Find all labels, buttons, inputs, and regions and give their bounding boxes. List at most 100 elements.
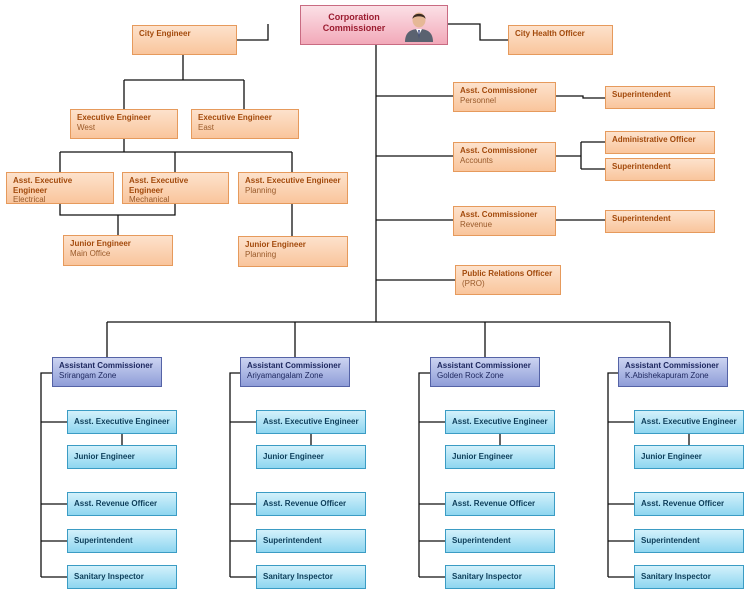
je-main-office-sub: Main Office [70, 248, 111, 258]
ac-accounts-box: Asst. Commissioner Accounts [453, 142, 556, 172]
aee-electrical-sub: Electrical [13, 195, 46, 205]
zone-aro-label: Asst. Revenue Officer [641, 499, 725, 508]
je-planning-box: Junior Engineer Planning [238, 236, 348, 267]
ee-west-sub: West [77, 122, 96, 132]
zone-superintendent-box: Superintendent [256, 529, 366, 553]
zone-superintendent-box: Superintendent [634, 529, 744, 553]
zone-je-box: Junior Engineer [256, 445, 366, 469]
zone-sanitary-inspector-box: Sanitary Inspector [67, 565, 177, 589]
zone-superintendent-label: Superintendent [263, 536, 322, 545]
aee-planning-sub: Planning [245, 185, 277, 195]
zone-aro-box: Asst. Revenue Officer [256, 492, 366, 516]
aee-planning-title: Asst. Executive Engineer [245, 176, 341, 185]
zone-aee-label: Asst. Executive Engineer [452, 417, 548, 426]
zone-je-label: Junior Engineer [641, 452, 702, 461]
zone-je-box: Junior Engineer [445, 445, 555, 469]
ee-east-box: Executive Engineer East [191, 109, 299, 139]
zone-aee-box: Asst. Executive Engineer [634, 410, 744, 434]
zone-superintendent-box: Superintendent [67, 529, 177, 553]
zone-ac-title: Assistant Commissioner [437, 361, 531, 370]
ac-personnel-sub: Personnel [460, 95, 497, 105]
je-main-office-title: Junior Engineer [70, 239, 131, 248]
corporation-commissioner-title: Corporation Commissioner [322, 12, 386, 33]
ac-personnel-title: Asst. Commissioner [460, 86, 538, 95]
pro-title: Public Relations Officer [462, 269, 553, 278]
zone-aee-box: Asst. Executive Engineer [256, 410, 366, 434]
zone-ac-title: Assistant Commissioner [625, 361, 719, 370]
ac-revenue-title: Asst. Commissioner [460, 210, 538, 219]
zone-je-label: Junior Engineer [452, 452, 513, 461]
zone-ac-sub: Srirangam Zone [59, 370, 117, 380]
zone-sanitary-inspector-label: Sanitary Inspector [263, 572, 333, 581]
pro-box: Public Relations Officer (PRO) [455, 265, 561, 295]
superintendent-personnel-label: Superintendent [612, 90, 671, 99]
zone-je-box: Junior Engineer [634, 445, 744, 469]
ac-revenue-sub: Revenue [460, 219, 493, 229]
ee-east-title: Executive Engineer [198, 113, 272, 122]
aee-electrical-box: Asst. Executive Engineer Electrical [6, 172, 114, 204]
zone-aee-box: Asst. Executive Engineer [67, 410, 177, 434]
je-main-office-box: Junior Engineer Main Office [63, 235, 173, 266]
aee-planning-box: Asst. Executive Engineer Planning [238, 172, 348, 204]
administrative-officer-label: Administrative Officer [612, 135, 696, 144]
superintendent-personnel-box: Superintendent [605, 86, 715, 109]
zone-aro-label: Asst. Revenue Officer [263, 499, 347, 508]
zone-aro-box: Asst. Revenue Officer [445, 492, 555, 516]
corporation-commissioner-box: Corporation Commissioner [300, 5, 448, 45]
zone-sanitary-inspector-label: Sanitary Inspector [452, 572, 522, 581]
aee-mechanical-sub: Mechanical [129, 195, 170, 205]
zone-ac-title: Assistant Commissioner [59, 361, 153, 370]
zone-ac-sub: Ariyamangalam Zone [247, 370, 324, 380]
zone-aro-box: Asst. Revenue Officer [67, 492, 177, 516]
zone-aee-label: Asst. Executive Engineer [263, 417, 359, 426]
city-engineer-box: City Engineer [132, 25, 237, 55]
zone-ac-title: Assistant Commissioner [247, 361, 341, 370]
ac-accounts-title: Asst. Commissioner [460, 146, 538, 155]
administrative-officer-box: Administrative Officer [605, 131, 715, 154]
superintendent-accounts-box: Superintendent [605, 158, 715, 181]
zone-sanitary-inspector-label: Sanitary Inspector [74, 572, 144, 581]
aee-mechanical-title: Asst. Executive Engineer [129, 176, 189, 195]
zone-superintendent-box: Superintendent [445, 529, 555, 553]
je-planning-sub: Planning [245, 249, 277, 259]
zone-aee-box: Asst. Executive Engineer [445, 410, 555, 434]
zone-je-box: Junior Engineer [67, 445, 177, 469]
ee-west-box: Executive Engineer West [70, 109, 178, 139]
zone-aee-label: Asst. Executive Engineer [74, 417, 170, 426]
superintendent-revenue-label: Superintendent [612, 214, 671, 223]
zone-je-label: Junior Engineer [74, 452, 135, 461]
zone-aro-box: Asst. Revenue Officer [634, 492, 744, 516]
je-planning-title: Junior Engineer [245, 240, 306, 249]
superintendent-accounts-label: Superintendent [612, 162, 671, 171]
ee-west-title: Executive Engineer [77, 113, 151, 122]
zone-sanitary-inspector-label: Sanitary Inspector [641, 572, 711, 581]
aee-electrical-title: Asst. Executive Engineer [13, 176, 73, 195]
zone-je-label: Junior Engineer [263, 452, 324, 461]
pro-sub: (PRO) [462, 278, 485, 288]
ac-revenue-box: Asst. Commissioner Revenue [453, 206, 556, 236]
ee-east-sub: East [198, 122, 215, 132]
zone-aro-label: Asst. Revenue Officer [452, 499, 536, 508]
zone-ac-sub: Golden Rock Zone [437, 370, 504, 380]
ac-personnel-box: Asst. Commissioner Personnel [453, 82, 556, 112]
zone-sanitary-inspector-box: Sanitary Inspector [445, 565, 555, 589]
aee-mechanical-box: Asst. Executive Engineer Mechanical [122, 172, 229, 204]
person-avatar-icon [405, 12, 433, 42]
superintendent-revenue-box: Superintendent [605, 210, 715, 233]
zone-sanitary-inspector-box: Sanitary Inspector [634, 565, 744, 589]
city-engineer-label: City Engineer [139, 29, 191, 38]
zone-ac-sub: K.Abishekapuram Zone [625, 370, 709, 380]
zone-superintendent-label: Superintendent [74, 536, 133, 545]
zone-superintendent-label: Superintendent [452, 536, 511, 545]
ac-accounts-sub: Accounts [460, 155, 493, 165]
city-health-officer-label: City Health Officer [515, 29, 585, 38]
zone-sanitary-inspector-box: Sanitary Inspector [256, 565, 366, 589]
zone-aee-label: Asst. Executive Engineer [641, 417, 737, 426]
zone-aro-label: Asst. Revenue Officer [74, 499, 158, 508]
city-health-officer-box: City Health Officer [508, 25, 613, 55]
